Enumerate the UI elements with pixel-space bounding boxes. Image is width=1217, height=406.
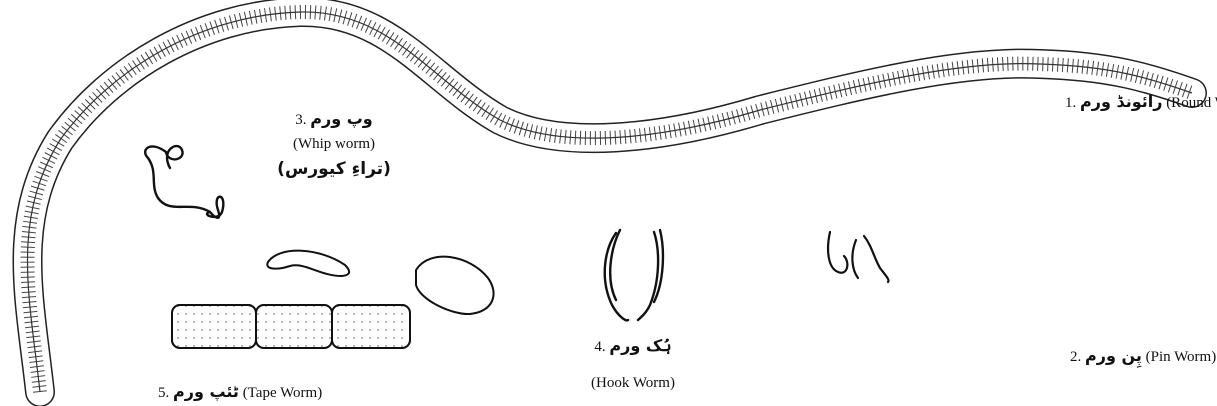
- whip-worm-number: 3.: [295, 112, 306, 128]
- round-worm-english: (Round Worm): [1166, 95, 1217, 111]
- whip-worm-drawing: [145, 146, 223, 218]
- tape-worm-number: 5.: [158, 385, 169, 401]
- whip-worm-english: (Whip worm): [258, 135, 410, 153]
- pin-worm-english: (Pin Worm): [1146, 349, 1217, 365]
- hook-worm-label: 4. ہُک ورم (Hook Worm): [560, 336, 706, 392]
- pin-worm-drawing: [828, 232, 888, 282]
- round-worm-urdu: رائونڈ ورم: [1080, 92, 1162, 111]
- hook-worm-urdu: ہُک ورم: [609, 336, 671, 355]
- round-worm-number: 1.: [1065, 95, 1076, 111]
- tape-worm-drawing: [172, 251, 494, 348]
- pin-worm-urdu: پِن ورم: [1085, 346, 1142, 365]
- hook-worm-english: (Hook Worm): [560, 374, 706, 392]
- hook-worm-drawing: [605, 230, 663, 320]
- round-worm-label: 1. رائونڈ ورم (Round Worm): [1065, 92, 1217, 112]
- hook-worm-number: 4.: [594, 339, 605, 355]
- tape-worm-english: (Tape Worm): [243, 385, 323, 401]
- pin-worm-label: 2. پِن ورم (Pin Worm): [1070, 346, 1216, 366]
- pin-worm-number: 2.: [1070, 349, 1081, 365]
- whip-worm-label: 3. وپ ورم (Whip worm) (تراءِ کیورس): [258, 109, 410, 179]
- whip-worm-urdu: وپ ورم: [310, 109, 372, 128]
- whip-worm-urdu-alt: (تراءِ کیورس): [258, 159, 410, 179]
- tape-worm-label: 5. ٹئپ ورم (Tape Worm): [158, 382, 322, 402]
- tape-worm-urdu: ٹئپ ورم: [173, 382, 239, 401]
